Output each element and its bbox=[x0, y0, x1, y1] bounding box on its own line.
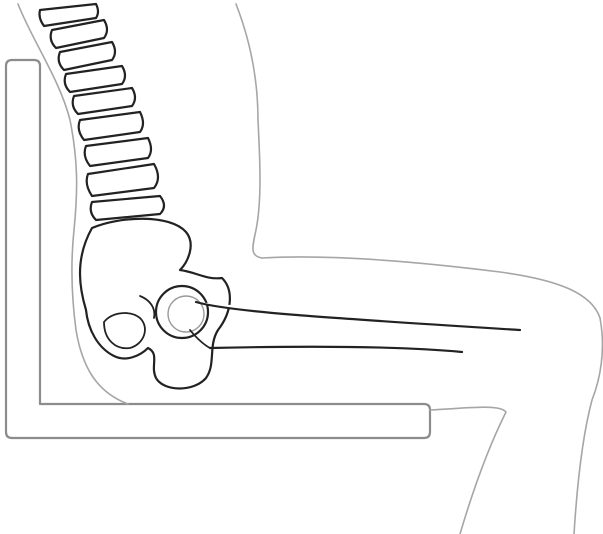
vertebra bbox=[85, 138, 151, 166]
vertebra bbox=[79, 112, 143, 140]
thigh-top-contour bbox=[262, 257, 600, 318]
vertebra bbox=[73, 88, 135, 114]
knee-shin-contour bbox=[574, 318, 602, 534]
vertebra bbox=[87, 164, 158, 196]
calf-contour bbox=[430, 407, 506, 534]
front-torso-contour bbox=[236, 4, 262, 258]
vertebra bbox=[91, 196, 164, 220]
spine bbox=[40, 4, 165, 220]
vertebra bbox=[65, 66, 125, 92]
femur bbox=[196, 302, 520, 352]
hip-socket bbox=[156, 286, 208, 338]
